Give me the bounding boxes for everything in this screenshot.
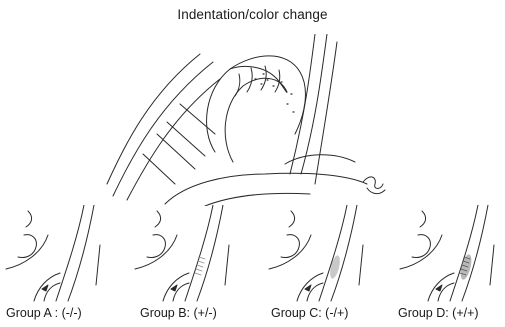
panel-curve — [412, 235, 430, 258]
band-line — [167, 122, 205, 156]
vessel-line — [359, 245, 363, 285]
vessel-line — [290, 34, 315, 174]
label-group-c: Group C: (-/+) — [271, 306, 348, 320]
label-group-a: Group A : (-/-) — [6, 306, 82, 320]
dark-notch — [42, 285, 48, 291]
vessel-line — [315, 42, 337, 184]
tube-segment — [235, 74, 240, 96]
band-line — [143, 154, 175, 184]
band-line — [157, 134, 195, 169]
panel-curve — [135, 235, 177, 269]
panel-curve — [281, 235, 299, 258]
panel-group-a — [4, 205, 104, 303]
panel-curve — [269, 235, 311, 269]
panel-curve — [400, 235, 442, 269]
panel-group-c — [267, 205, 367, 303]
label-group-b: Group B: (+/-) — [140, 306, 217, 320]
lower-mass — [165, 173, 367, 204]
tube-segment — [247, 68, 252, 92]
squiggle — [367, 188, 385, 194]
label-group-d: Group D: (+/+) — [398, 306, 479, 320]
figure-title: Indentation/color change — [0, 7, 505, 22]
dark-notch — [171, 285, 177, 291]
panel-group-b — [133, 205, 233, 303]
vessel-line — [450, 205, 478, 301]
squiggle — [363, 177, 383, 189]
panel-curve — [289, 211, 295, 227]
panel-curve — [18, 235, 36, 258]
dark-notch — [436, 285, 442, 291]
vessel-line — [56, 205, 84, 301]
panel-group-d — [398, 205, 498, 303]
panel-curve — [155, 211, 161, 227]
vessel-line — [319, 205, 347, 301]
panel-curve — [26, 211, 32, 227]
vessel-line — [225, 245, 229, 285]
panel-curve — [6, 235, 48, 269]
main-illustration — [105, 34, 390, 206]
band-line — [180, 104, 215, 134]
tube-outline — [207, 56, 306, 152]
tube-outline — [225, 78, 287, 162]
vessel-line — [185, 205, 213, 301]
dark-notch — [305, 285, 311, 291]
vessel-line — [96, 245, 100, 285]
panel-curve — [420, 211, 426, 227]
panel-curve — [147, 235, 165, 258]
vessel-line — [113, 62, 213, 196]
vessel-line — [490, 245, 494, 285]
